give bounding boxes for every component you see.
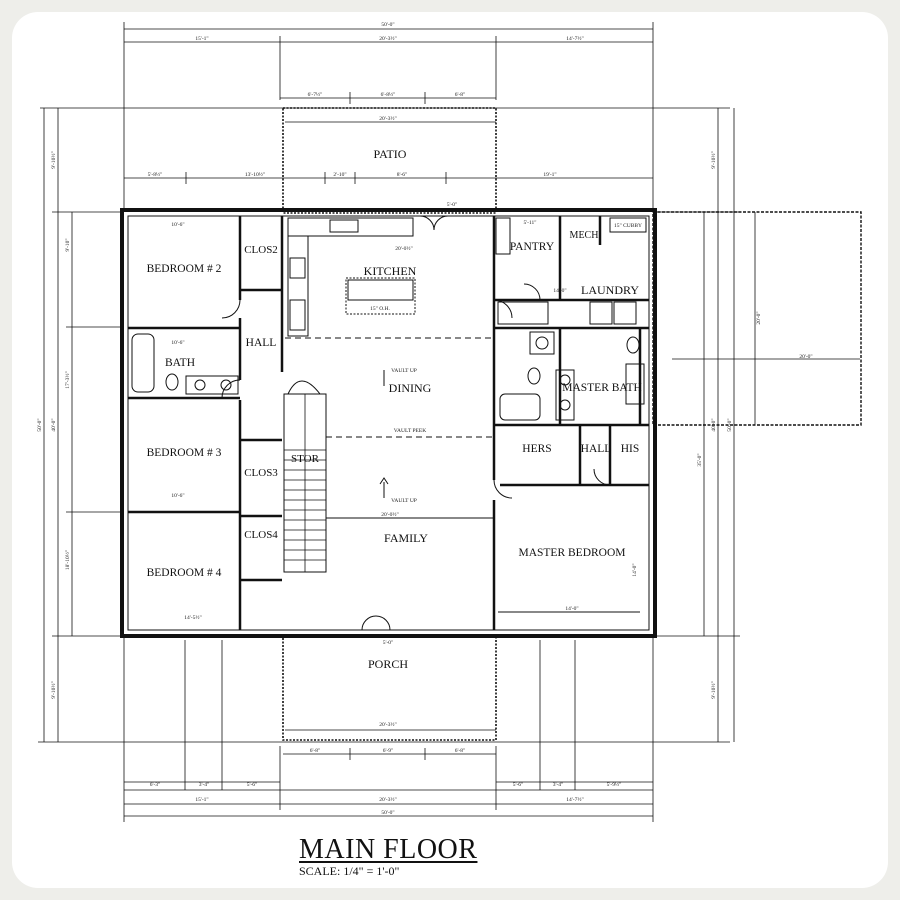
dim-patio-c: 6'-8" xyxy=(455,92,466,98)
dim-garage-height: 20'-0" xyxy=(756,311,762,324)
dim-top-mid: 20'-3½" xyxy=(379,35,396,42)
dim-patio-width: 20'-3½" xyxy=(379,115,396,122)
dim-porch-c: 6'-8" xyxy=(455,748,466,754)
dim-master-height: 14'-0" xyxy=(632,563,638,576)
room-label-laundry: LAUNDRY xyxy=(581,283,639,297)
dim-bottom-left: 15'-1" xyxy=(195,797,208,803)
dim-bot-a: 6'-3" xyxy=(150,782,161,788)
room-label-clos3: CLOS3 xyxy=(244,467,278,479)
dim-porch-width: 20'-3½" xyxy=(379,721,396,728)
dim-bed2-width: 10'-6" xyxy=(171,222,184,228)
room-label-stor: STOR xyxy=(291,453,320,465)
room-label-clos4: CLOS4 xyxy=(244,529,278,541)
vault-up-label-2: VAULT UP xyxy=(391,498,417,504)
room-label-master-bedroom: MASTER BEDROOM xyxy=(518,547,625,559)
dim-win-e: 19'-1" xyxy=(543,172,556,178)
dim-bath-width: 10'-6" xyxy=(171,340,184,346)
room-label-bath: BATH xyxy=(165,357,195,369)
page-title: MAIN FLOOR xyxy=(299,834,478,865)
dim-kitchen-width: 20'-0½" xyxy=(395,245,412,252)
room-label-master-bath: MASTER BATH xyxy=(562,382,642,394)
dim-porch-door: 5'-0" xyxy=(383,640,394,646)
room-label-hall: HALL xyxy=(246,337,277,349)
dim-left-b: 9'-10" xyxy=(65,238,71,251)
dim-bot-d: 5'-6" xyxy=(513,782,524,788)
room-label-patio: PATIO xyxy=(374,147,407,161)
dim-left-d: 18'-10½" xyxy=(64,550,71,570)
dim-right-e: 50'-0" xyxy=(727,418,733,431)
room-label-hall-master: HALL xyxy=(581,443,612,455)
dimension-labels: 50'-0" 15'-1" 20'-3½" 14'-7½" 6'-7½" 6'-… xyxy=(37,22,813,816)
vault-peek-label: VAULT PEEK xyxy=(394,428,426,434)
dim-top-left: 15'-1" xyxy=(195,36,208,42)
dim-porch-a: 6'-8" xyxy=(310,748,321,754)
dim-laundry-width: 14'-0" xyxy=(553,288,566,294)
kitchen-island xyxy=(347,279,414,301)
dim-overall-width-bottom: 50'-0" xyxy=(381,810,394,816)
room-label-clos2: CLOS2 xyxy=(244,244,278,256)
dim-overall-width: 50'-0" xyxy=(381,22,394,28)
dim-patio-a: 6'-7½" xyxy=(308,91,323,98)
dim-garage-width: 20'-0" xyxy=(799,354,812,360)
dim-bottom-mid: 20'-3½" xyxy=(379,796,396,803)
dim-top-right: 14'-7½" xyxy=(566,35,583,42)
dim-win-c: 2'-10" xyxy=(333,172,346,178)
dim-bed4-width: 14'-5½" xyxy=(184,614,201,621)
dim-patio-b: 6'-8½" xyxy=(381,91,396,98)
dim-right-d: 40'-0" xyxy=(711,418,717,431)
room-label-hers: HERS xyxy=(522,443,551,455)
room-label-kitchen: KITCHEN xyxy=(364,264,417,278)
room-label-bedroom-3: BEDROOM # 3 xyxy=(147,447,222,459)
room-label-porch: PORCH xyxy=(368,657,408,671)
dim-bot-e: 3'-4" xyxy=(553,782,564,788)
dim-overall-height: 50'-0" xyxy=(37,418,43,431)
dim-right-c: 9'-10½" xyxy=(710,681,717,698)
dim-master-width: 14'-0" xyxy=(565,606,578,612)
dim-win-a: 5'-8½" xyxy=(148,171,163,178)
room-label-his: HIS xyxy=(621,443,640,455)
dim-right-b: 35'-0" xyxy=(697,453,703,466)
room-label-cubby: 15" CUBBY xyxy=(614,223,642,229)
island-label: 15" O.H. xyxy=(370,306,390,312)
dim-bot-f: 5'-9½" xyxy=(607,781,622,788)
room-label-pantry: PANTRY xyxy=(510,241,555,253)
room-labels: PATIO KITCHEN 15" O.H. PANTRY MECH 15" C… xyxy=(147,147,642,671)
room-label-mech: MECH xyxy=(570,230,599,241)
room-label-dining: DINING xyxy=(389,381,432,395)
room-label-bedroom-4: BEDROOM # 4 xyxy=(147,567,222,579)
room-label-family: FAMILY xyxy=(384,531,428,545)
dim-pantry-width: 5'-11" xyxy=(523,220,536,226)
dim-win-d: 8'-6" xyxy=(397,172,408,178)
scale-note: SCALE: 1/4" = 1'-0" xyxy=(299,864,400,878)
dim-patio-door: 5'-0" xyxy=(447,202,458,208)
dim-bed3-width: 10'-6" xyxy=(171,493,184,499)
room-label-bedroom-2: BEDROOM # 2 xyxy=(147,263,222,275)
dim-bot-c: 5'-6" xyxy=(247,782,258,788)
dim-win-b: 13'-10½" xyxy=(245,171,265,178)
dim-left-a: 9'-10½" xyxy=(50,151,57,168)
dim-right-a: 9'-10½" xyxy=(710,151,717,168)
vault-up-label: VAULT UP xyxy=(391,368,417,374)
dim-left-c: 17'-3½" xyxy=(64,371,71,388)
dim-left-e: 40'-0" xyxy=(51,418,57,431)
dim-bot-b: 3'-4" xyxy=(199,782,210,788)
dim-porch-b: 6'-9" xyxy=(383,748,394,754)
dim-family-width: 20'-0½" xyxy=(381,511,398,518)
dim-left-f: 9'-10½" xyxy=(50,681,57,698)
exterior-wall xyxy=(120,208,657,638)
dim-bottom-right: 14'-7½" xyxy=(566,796,583,803)
